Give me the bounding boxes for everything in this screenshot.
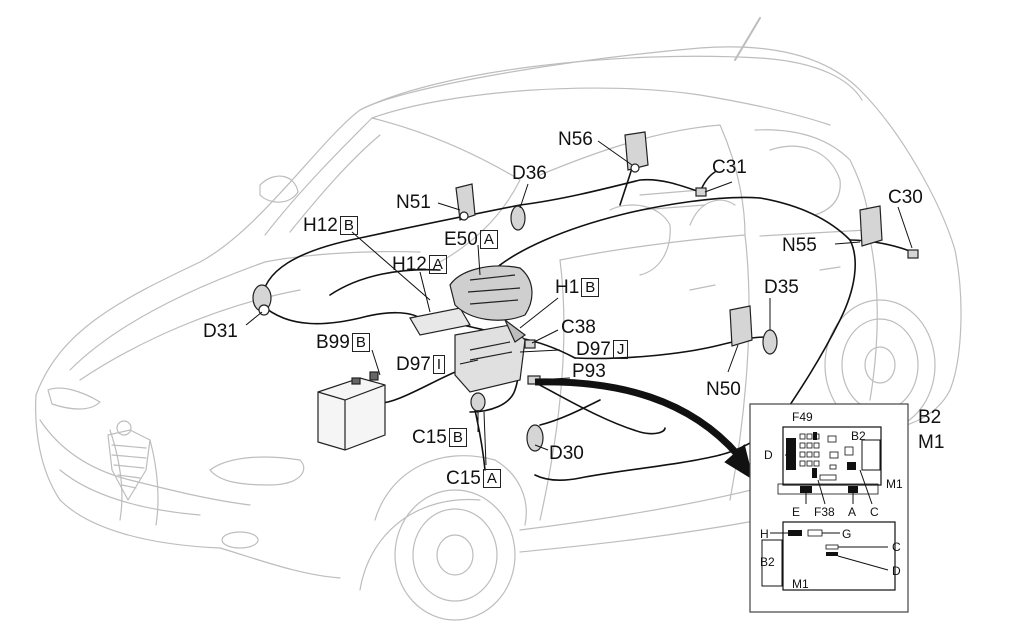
label-e50-a-box: A [479, 230, 498, 249]
inset-label-f49: F49 [792, 410, 813, 424]
label-c15-a-box: A [482, 469, 501, 488]
inset-title-b2: B2 [918, 407, 942, 428]
inset-label-b2-lower: B2 [760, 555, 775, 569]
lock-n56 [624, 131, 649, 171]
lock-n55 [859, 205, 883, 247]
label-h12-b-box: B [339, 216, 358, 235]
connector-c15 [470, 392, 486, 412]
harness-upper [261, 178, 701, 306]
label-n51: N51 [396, 192, 431, 213]
inset-label-e: E [792, 505, 801, 519]
inset-label-d-upper: D [764, 448, 773, 462]
connector-c31 [695, 187, 707, 197]
label-n55: N55 [782, 235, 817, 256]
label-d35: D35 [764, 277, 799, 298]
speaker-d36 [510, 205, 526, 231]
inset-box [749, 403, 909, 613]
inset-label-c-lower: C [892, 540, 901, 554]
label-p93: P93 [572, 361, 606, 382]
label-d36: D36 [512, 163, 547, 184]
label-d31: D31 [203, 321, 238, 342]
inset-label-m1-upper: M1 [886, 477, 903, 491]
inset-label-g: G [842, 527, 852, 541]
label-c30: C30 [888, 187, 923, 208]
leader-lines [245, 140, 913, 466]
fuse-box-h12 [409, 307, 471, 336]
label-c15-text: C15 [412, 427, 447, 448]
label-d97-text-2: D97 [396, 354, 431, 375]
inset-label-a: A [848, 505, 857, 519]
inset-label-f38: F38 [814, 505, 835, 519]
speaker-d35 [762, 329, 778, 355]
label-d97-i-box: I [432, 355, 446, 374]
label-d97-j-box: J [612, 340, 629, 359]
connector-c30 [907, 249, 919, 259]
inset-label-b2-upper: B2 [851, 429, 866, 443]
connector-c38 [524, 339, 536, 349]
speaker-d30 [526, 424, 544, 452]
badge [116, 420, 132, 436]
label-h1-text: H1 [555, 277, 580, 298]
label-h12-text: H12 [303, 215, 338, 236]
wiring-harness [261, 159, 913, 481]
components [252, 131, 919, 452]
label-b99-b-box: B [351, 333, 370, 352]
inset-label-c-upper: C [870, 505, 879, 519]
inset-label-h: H [760, 527, 769, 541]
inset-title-m1: M1 [918, 432, 945, 453]
label-h12-a-box: A [428, 255, 447, 274]
label-h1-b-box: B [581, 278, 600, 297]
label-c15-b-box: B [448, 428, 467, 447]
inset-label-d-lower: D [892, 564, 901, 578]
label-d30: D30 [549, 443, 584, 464]
label-h12-text-2: H12 [392, 254, 427, 275]
label-n56: N56 [558, 129, 593, 150]
label-e50-text: E50 [444, 229, 478, 250]
label-d97-text: D97 [576, 339, 611, 360]
label-n50: N50 [706, 379, 741, 400]
label-c15-text-2: C15 [446, 468, 481, 489]
lock-n50 [729, 305, 753, 347]
label-c38: C38 [561, 317, 596, 338]
label-b99-text: B99 [316, 332, 350, 353]
label-c31: C31 [712, 157, 747, 178]
car-body-outline [35, 46, 962, 433]
grille-shield [107, 429, 151, 501]
inset-label-m1-lower: M1 [792, 577, 809, 591]
arrow-to-inset [534, 378, 741, 458]
